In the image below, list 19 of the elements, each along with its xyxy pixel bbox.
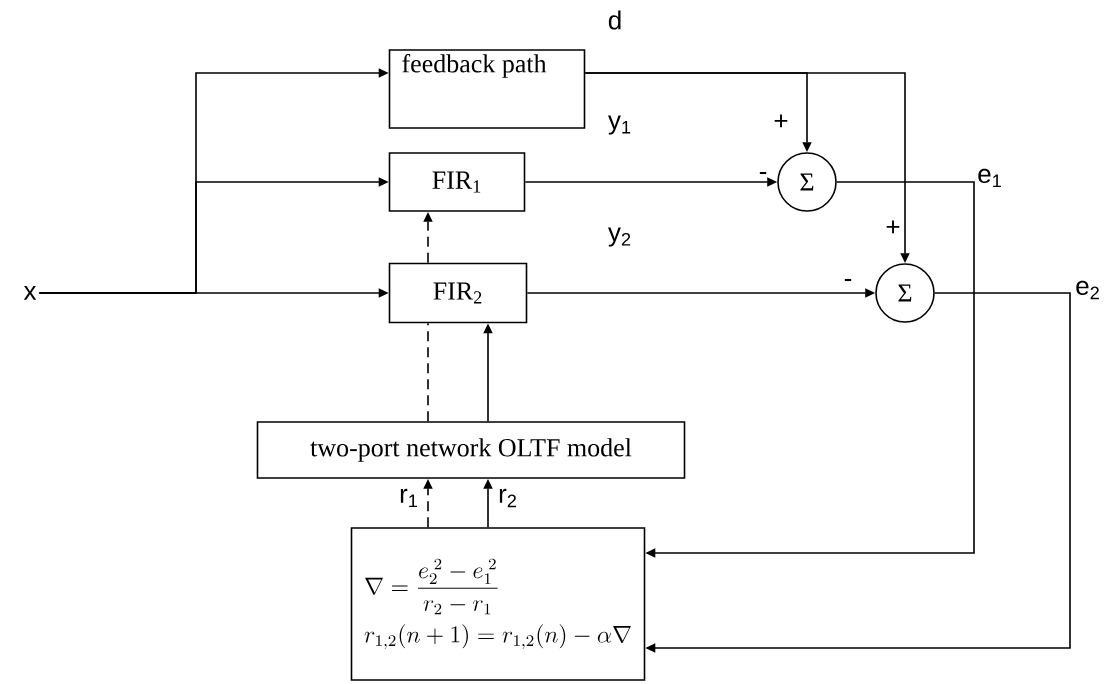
block-box: FIR$_{1}$ [388, 152, 526, 212]
edge-label: d [605, 8, 625, 32]
summing-junction: Σ [777, 152, 837, 212]
edge-label: y$_{1}$ [605, 113, 635, 137]
input-label: x [23, 286, 37, 300]
edge-label: y$_{2}$ [605, 225, 635, 249]
edge-label: e$_{1}$ [975, 166, 1005, 190]
summing-junction: Σ [875, 263, 935, 323]
sign-label: + [774, 114, 788, 128]
block-box: feedback path [388, 49, 586, 129]
block-box: two-port network OLTF model [256, 421, 686, 479]
sign-label: + [886, 220, 900, 234]
edge-label: e$_{2}$ [1073, 278, 1103, 302]
sign-label: - [844, 279, 852, 282]
sign-label: - [759, 172, 767, 175]
block-box: FIR$_{2}$ [388, 262, 528, 324]
formula-box: $\nabla = \dfrac{e_2^{\;2} - e_1^{\;2}}{r_2 - r_1}$ $r_{1,2}(n+1) = r_{1,2}(n) - \alpha\nabla$ [350, 527, 646, 681]
edge-label: r$_{2}$ [496, 486, 520, 510]
edge-label: r$_{1}$ [397, 486, 421, 510]
